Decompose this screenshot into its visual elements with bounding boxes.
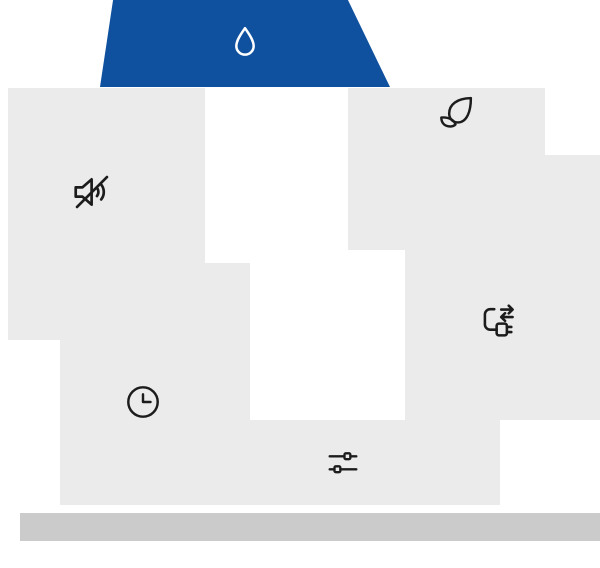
water-drop-icon bbox=[225, 22, 265, 66]
tile-settings[interactable] bbox=[205, 420, 500, 505]
options-sliders-icon bbox=[323, 443, 363, 483]
clock-icon bbox=[122, 381, 164, 423]
bottom-bar bbox=[20, 513, 600, 541]
plug-swap-icon bbox=[475, 300, 519, 344]
leaf-icon bbox=[435, 92, 477, 134]
water-banner bbox=[100, 0, 390, 87]
speaker-mute-icon bbox=[69, 169, 115, 215]
tile-power-plug[interactable] bbox=[405, 155, 600, 420]
